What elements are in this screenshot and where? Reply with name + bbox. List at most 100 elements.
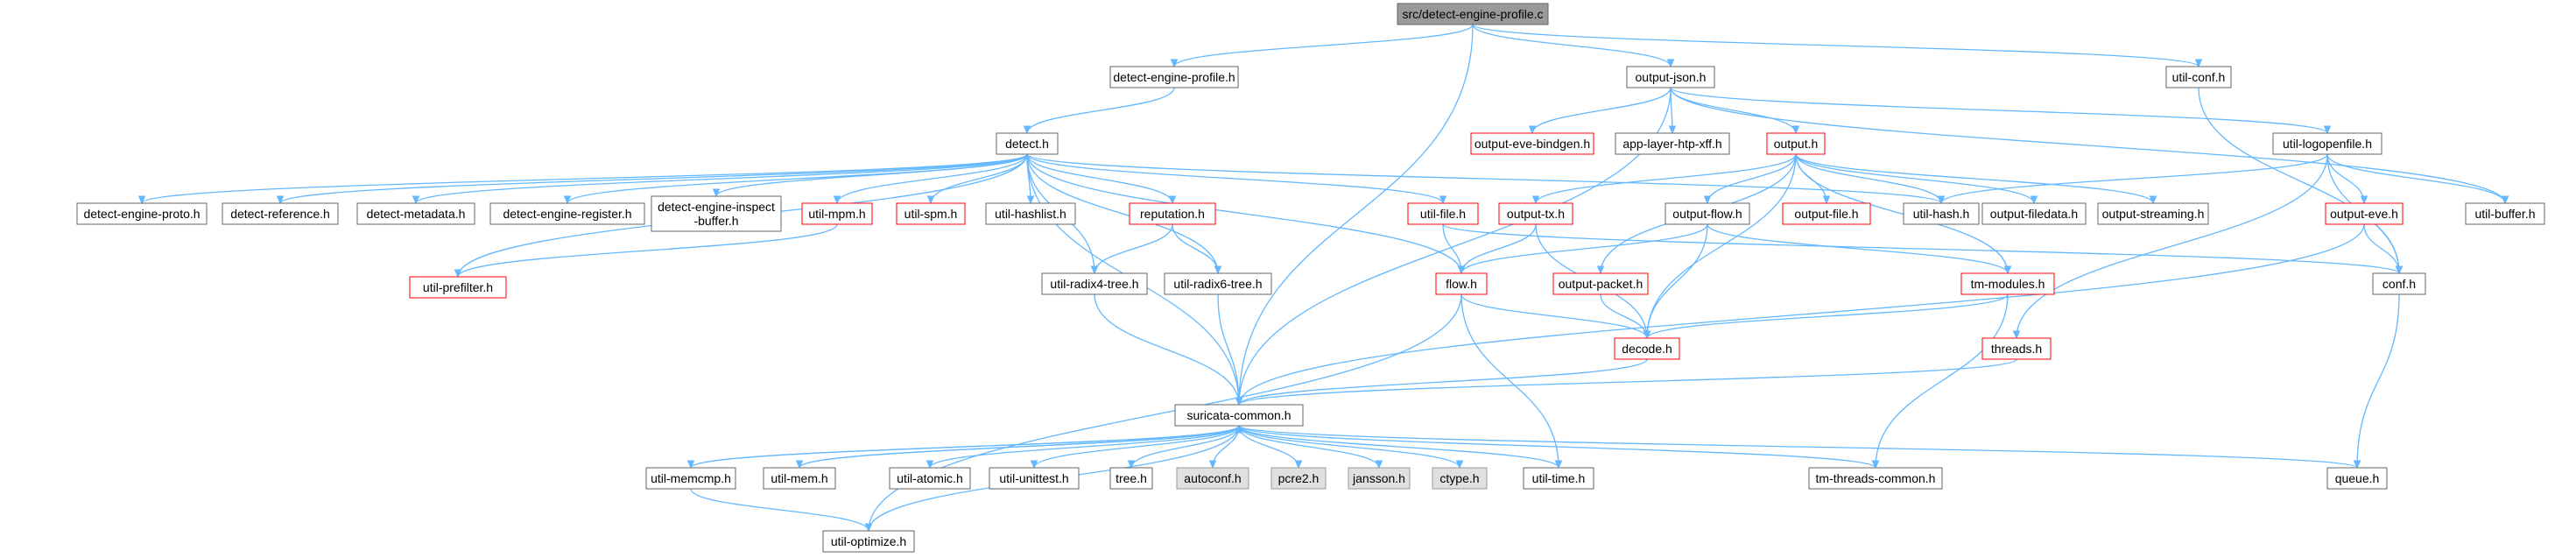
node-upref[interactable]: util-prefilter.h — [409, 276, 507, 299]
node-queue[interactable]: queue.h — [2326, 467, 2388, 490]
node-conf[interactable]: conf.h — [2372, 272, 2426, 295]
node-oeb[interactable]: output-eve-bindgen.h — [1470, 132, 1594, 155]
node-tree[interactable]: tree.h — [1109, 467, 1153, 490]
node-dep[interactable]: detect-engine-profile.h — [1109, 66, 1239, 88]
node-utime[interactable]: util-time.h — [1523, 467, 1594, 490]
edge-line — [690, 488, 869, 532]
node-box — [1435, 272, 1488, 295]
edge-line — [1026, 153, 1219, 274]
node-box — [1432, 467, 1488, 490]
node-uatom[interactable]: util-atomic.h — [889, 467, 971, 490]
node-box — [645, 467, 736, 490]
node-jansson[interactable]: jansson.h — [1348, 467, 1411, 490]
node-pcre[interactable]: pcre2.h — [1270, 467, 1327, 490]
node-box — [1174, 404, 1304, 427]
node-label: output.h — [1774, 137, 1819, 151]
edge-oeve-to-conf — [2363, 223, 2404, 275]
edge-line — [1238, 358, 2017, 406]
node-ostream[interactable]: output-streaming.h — [2097, 202, 2209, 225]
node-dins[interactable]: detect-engine-inspect-buffer.h — [651, 195, 782, 232]
node-label: detect-metadata.h — [367, 207, 466, 221]
node-label: suricata-common.h — [1186, 408, 1291, 422]
edge-umem-to-sc — [799, 424, 1243, 469]
edge-line — [1670, 87, 2328, 134]
node-uut[interactable]: util-unittest.h — [989, 467, 1080, 490]
node-root[interactable]: src/detect-engine-profile.c — [1397, 3, 1549, 25]
edge-arrowhead — [563, 195, 572, 205]
node-ubuf[interactable]: util-buffer.h — [2465, 202, 2545, 225]
node-uhash[interactable]: util-hash.h — [1903, 202, 1980, 225]
node-box — [1766, 132, 1826, 155]
node-box — [1397, 3, 1549, 25]
node-tmm[interactable]: tm-modules.h — [1960, 272, 2055, 295]
edge-line — [929, 425, 1240, 469]
node-threads[interactable]: threads.h — [1981, 337, 2052, 360]
edge-arrowhead — [1090, 265, 1099, 275]
node-label: util-memcmp.h — [651, 471, 731, 485]
edge-line — [1172, 223, 1219, 274]
edge-sc-to-uatom — [926, 425, 1240, 470]
node-uspm[interactable]: util-spm.h — [896, 202, 966, 225]
node-oflow[interactable]: output-flow.h — [1665, 202, 1750, 225]
edge-line — [2356, 293, 2400, 469]
node-umem[interactable]: util-mem.h — [763, 467, 836, 490]
node-umpm[interactable]: util-mpm.h — [801, 202, 873, 225]
node-box — [1665, 202, 1750, 225]
node-oeve[interactable]: output-eve.h — [2325, 202, 2404, 225]
node-label: util-buffer.h — [2474, 207, 2535, 221]
node-ulog[interactable]: util-logopenfile.h — [2272, 132, 2382, 155]
edge-detect-to-ufile — [1026, 153, 1447, 205]
edge-line — [1795, 153, 2154, 204]
node-label: output-file.h — [1794, 207, 1858, 221]
node-box — [356, 202, 475, 225]
node-autoconf[interactable]: autoconf.h — [1176, 467, 1249, 490]
node-dreg[interactable]: detect-engine-register.h — [489, 202, 645, 225]
node-uconf[interactable]: util-conf.h — [2165, 66, 2232, 88]
node-out[interactable]: output.h — [1766, 132, 1826, 155]
node-decode[interactable]: decode.h — [1614, 337, 1680, 360]
node-otx[interactable]: output-tx.h — [1498, 202, 1573, 225]
node-flow[interactable]: flow.h — [1435, 272, 1488, 295]
node-ofd[interactable]: output-filedata.h — [1981, 202, 2087, 225]
edge-arrowhead — [686, 460, 695, 470]
node-umc[interactable]: util-memcmp.h — [645, 467, 736, 490]
node-box — [1615, 132, 1730, 155]
edge-oj-to-out — [1670, 87, 1800, 135]
node-ur6[interactable]: util-radix6-tree.h — [1164, 272, 1272, 295]
node-ufile[interactable]: util-file.h — [1407, 202, 1479, 225]
edge-sc-to-tmtc — [1238, 425, 1880, 470]
edge-line — [1094, 293, 1240, 406]
node-ofile[interactable]: output-file.h — [1782, 202, 1871, 225]
node-label: ctype.h — [1439, 471, 1479, 485]
node-dmeta[interactable]: detect-metadata.h — [356, 202, 475, 225]
node-dproto[interactable]: detect-engine-proto.h — [76, 202, 208, 225]
edge-arrowhead — [2323, 125, 2332, 135]
edge-ulog-to-oeve — [2326, 153, 2368, 205]
node-htp[interactable]: app-layer-htp-xff.h — [1615, 132, 1730, 155]
edge-arrowhead — [2030, 195, 2038, 205]
node-tmtc[interactable]: tm-threads-common.h — [1808, 467, 1943, 490]
edge-line — [1646, 153, 1797, 339]
node-ctype[interactable]: ctype.h — [1432, 467, 1488, 490]
node-label: util-unittest.h — [999, 471, 1068, 485]
node-oj[interactable]: output-json.h — [1626, 66, 1715, 88]
node-uhl[interactable]: util-hashlist.h — [985, 202, 1076, 225]
edge-oeve-to-sc — [1235, 223, 2365, 406]
node-sc[interactable]: suricata-common.h — [1174, 404, 1304, 427]
node-label: src/detect-engine-profile.c — [1402, 7, 1543, 21]
edge-out-to-oflow — [1703, 153, 1797, 205]
node-detect[interactable]: detect.h — [996, 132, 1059, 155]
node-uopt[interactable]: util-optimize.h — [822, 530, 915, 553]
node-opkt[interactable]: output-packet.h — [1552, 272, 1649, 295]
node-rep[interactable]: reputation.h — [1129, 202, 1216, 225]
node-dref[interactable]: detect-reference.h — [222, 202, 339, 225]
edge-rep-to-ur6 — [1172, 223, 1222, 275]
edge-ulog-to-uhash — [1937, 153, 2328, 205]
node-ur4[interactable]: util-radix4-tree.h — [1041, 272, 1148, 295]
edge-line — [1460, 223, 1708, 274]
edge-arrowhead — [1235, 424, 1243, 434]
edge-arrowhead — [1554, 460, 1563, 470]
edge-line — [1442, 223, 2400, 274]
node-box — [1808, 467, 1943, 490]
edge-out-to-decode — [1643, 153, 1797, 340]
